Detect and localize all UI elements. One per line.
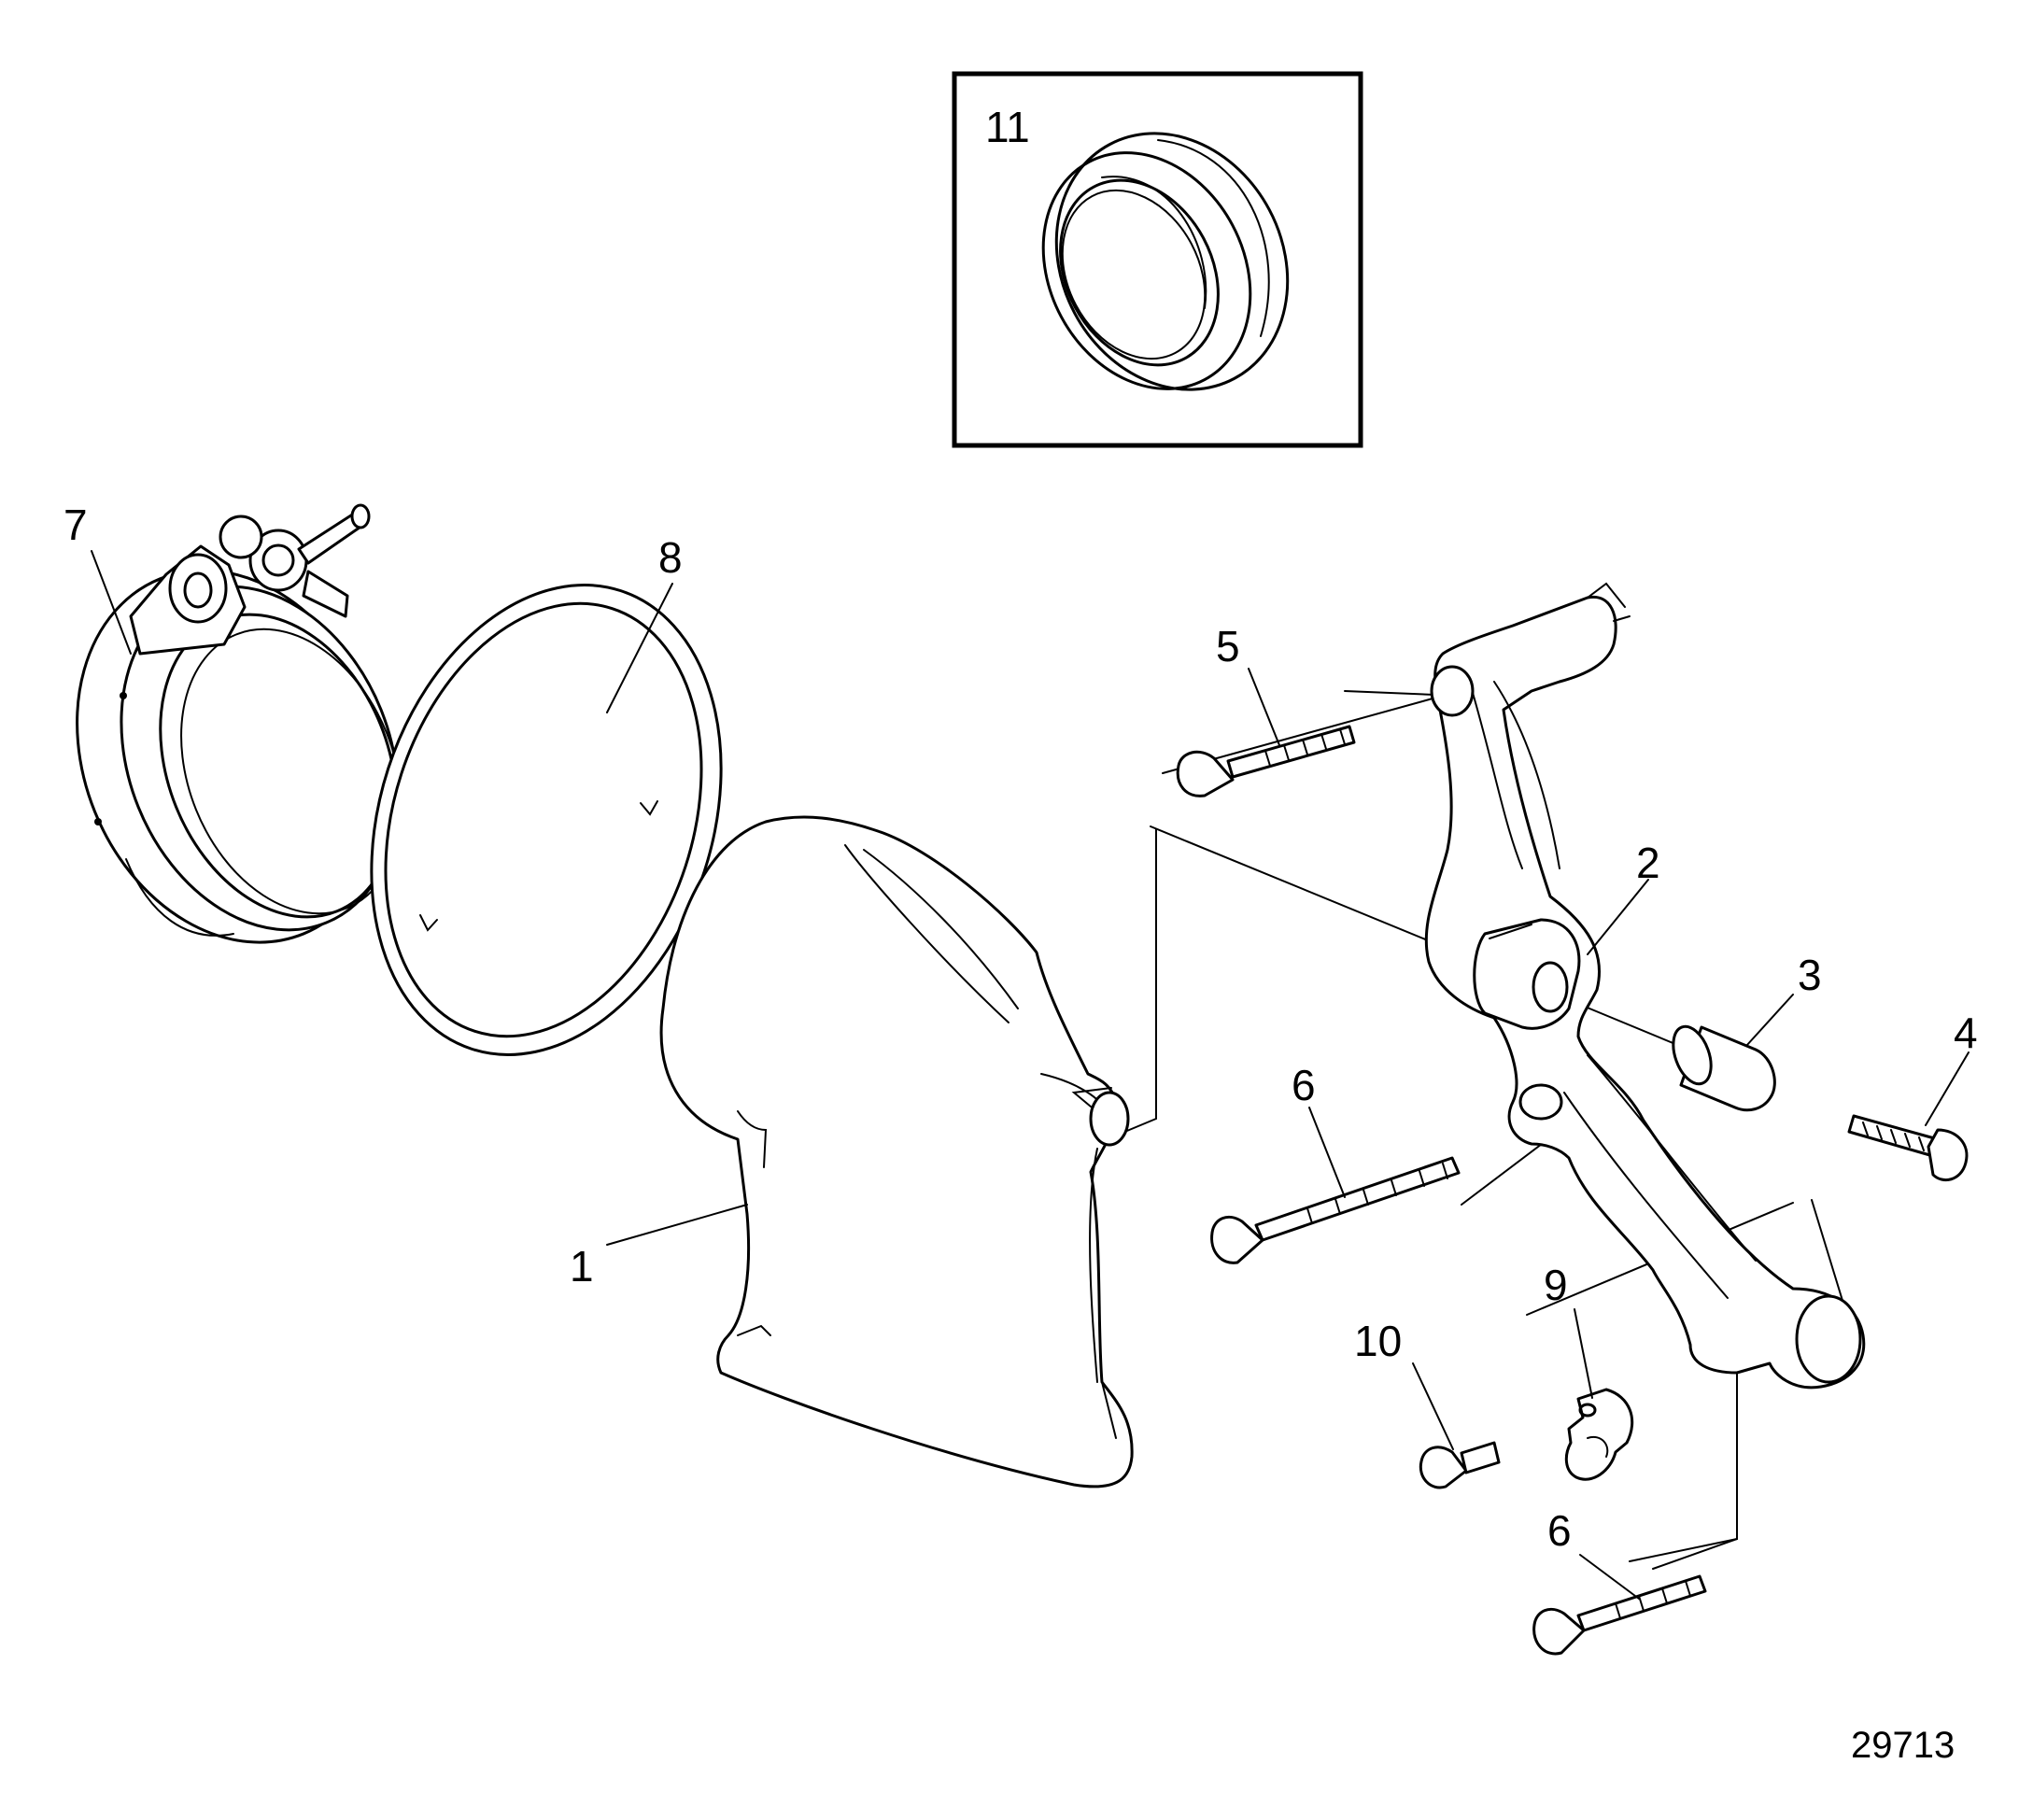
callout-4: 4	[1954, 1009, 1978, 1057]
gasket-ring-part	[370, 584, 723, 1056]
screw-6-lower-part	[1532, 1574, 1707, 1656]
v-band-clamp-part	[76, 503, 402, 944]
screw-6-upper-part	[1210, 1156, 1461, 1264]
bushing-part	[1473, 918, 1581, 1030]
leader-lines	[91, 550, 1970, 1600]
figure-number: 29713	[1851, 1725, 1955, 1766]
inset-box: 11	[952, 71, 1363, 448]
callout-2: 2	[1636, 839, 1660, 887]
screw-5-part	[1176, 725, 1356, 797]
callout-labels: 1 2 3 4 5 6 6 7 8 9 10 29713	[64, 501, 1978, 1766]
screw-10-part	[1419, 1441, 1501, 1489]
screw-4-part	[1847, 1114, 1969, 1182]
spacer-sleeve-part	[1672, 1024, 1776, 1112]
callout-6-lower: 6	[1547, 1506, 1572, 1555]
callout-7: 7	[64, 501, 88, 549]
exhaust-elbow-part	[659, 815, 1134, 1488]
callout-10: 10	[1354, 1317, 1402, 1365]
callout-5: 5	[1216, 622, 1240, 670]
hose-clip-part	[1564, 1388, 1634, 1481]
callout-3: 3	[1798, 951, 1822, 999]
callout-6-upper: 6	[1292, 1061, 1316, 1109]
seal-ring-part	[1041, 132, 1290, 391]
callout-8: 8	[658, 533, 683, 582]
callout-11: 11	[985, 103, 1030, 151]
callout-1: 1	[570, 1242, 594, 1291]
callout-9: 9	[1544, 1261, 1568, 1309]
